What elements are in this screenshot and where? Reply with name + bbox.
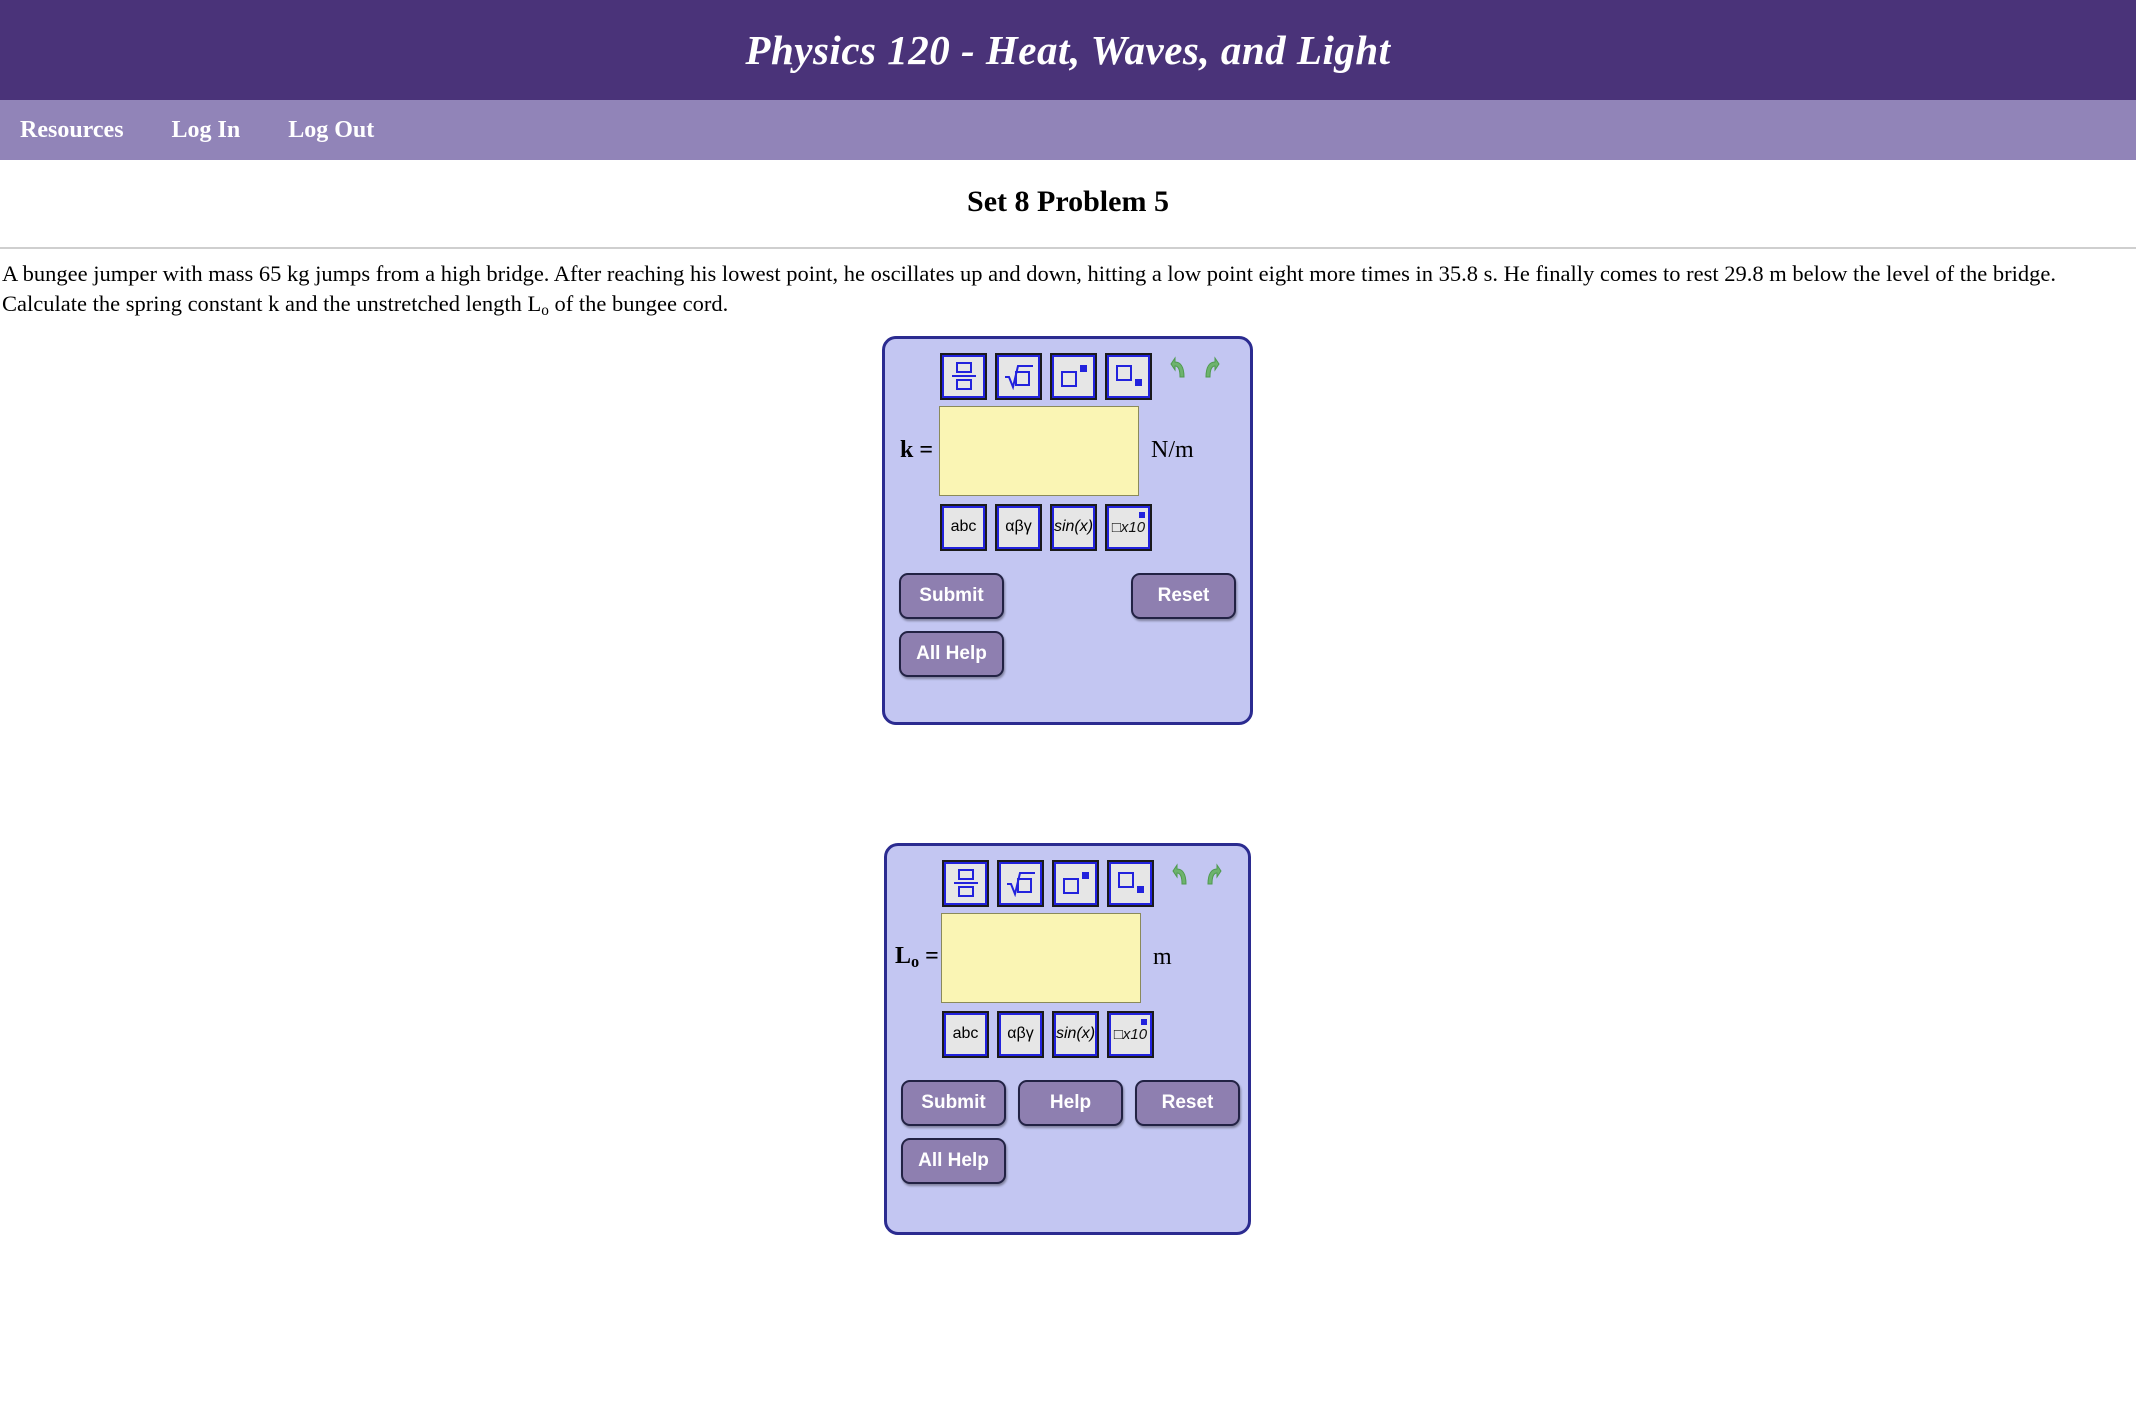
variable-label-k: k =	[899, 437, 933, 464]
undo-arrow-icon[interactable]	[1172, 863, 1192, 887]
all-help-row-k: All Help	[885, 619, 1250, 677]
action-buttons-k: Submit Reset	[885, 551, 1250, 619]
scientific-notation-label: □x10	[1113, 1025, 1148, 1043]
reset-button[interactable]: Reset	[1131, 572, 1236, 619]
answer-widgets-area: k = N/m abc αβγ sin(x) □x10 Submit Reset…	[0, 321, 2136, 1281]
answer-panel-k: k = N/m abc αβγ sin(x) □x10 Submit Reset…	[882, 335, 1253, 725]
site-header: Physics 120 - Heat, Waves, and Light	[0, 0, 2136, 100]
unit-label-k: N/m	[1151, 437, 1194, 464]
scientific-notation-button[interactable]: □x10	[1107, 1010, 1154, 1058]
greek-button[interactable]: αβγ	[997, 1010, 1044, 1058]
undo-redo-group-k	[1170, 356, 1220, 396]
variable-label-l0: Lo =	[895, 943, 939, 972]
greek-button[interactable]: αβγ	[995, 503, 1042, 551]
problem-text-part2: of the bungee cord.	[548, 290, 729, 316]
fraction-button[interactable]	[940, 352, 987, 400]
exponent-box-icon	[1141, 1018, 1147, 1025]
nav-item-log-in[interactable]: Log In	[171, 116, 241, 143]
page-title: Physics 120 - Heat, Waves, and Light	[745, 27, 1391, 73]
submit-button[interactable]: Submit	[899, 572, 1004, 619]
all-help-row-l0: All Help	[887, 1126, 1248, 1184]
abc-button[interactable]: abc	[940, 503, 987, 551]
reset-button[interactable]: Reset	[1135, 1079, 1240, 1126]
all-help-button[interactable]: All Help	[901, 1137, 1006, 1184]
subscript-button[interactable]	[1105, 352, 1152, 400]
math-toolbar-upper-l0	[887, 846, 1248, 907]
superscript-button[interactable]	[1050, 352, 1097, 400]
title-divider	[0, 247, 2136, 249]
answer-entry-row-k: k = N/m	[885, 405, 1250, 496]
problem-text-subscript: o	[541, 301, 549, 319]
navigation-bar: Resources Log In Log Out	[0, 100, 2136, 160]
scientific-notation-button[interactable]: □x10	[1105, 503, 1152, 551]
trig-button[interactable]: sin(x)	[1050, 503, 1097, 551]
help-button[interactable]: Help	[1018, 1079, 1123, 1126]
trig-button[interactable]: sin(x)	[1052, 1010, 1099, 1058]
scientific-notation-label: □x10	[1111, 518, 1146, 536]
nav-item-resources[interactable]: Resources	[20, 116, 124, 143]
redo-arrow-icon[interactable]	[1200, 356, 1220, 380]
all-help-button[interactable]: All Help	[899, 630, 1004, 677]
problem-title: Set 8 Problem 5	[967, 185, 1169, 218]
redo-arrow-icon[interactable]	[1202, 863, 1222, 887]
abc-button[interactable]: abc	[942, 1010, 989, 1058]
answer-panel-l0: Lo = m abc αβγ sin(x) □x10 Submit Help R…	[884, 842, 1251, 1235]
square-root-button[interactable]	[995, 352, 1042, 400]
submit-button[interactable]: Submit	[901, 1079, 1006, 1126]
main-content: Set 8 Problem 5 A bungee jumper with mas…	[0, 185, 2136, 1281]
math-toolbar-lower-l0: abc αβγ sin(x) □x10	[887, 1003, 1248, 1058]
action-buttons-l0: Submit Help Reset	[887, 1058, 1248, 1126]
problem-text-part1: A bungee jumper with mass 65 kg jumps fr…	[2, 261, 2057, 316]
superscript-button[interactable]	[1052, 859, 1099, 907]
answer-entry-row-l0: Lo = m	[887, 912, 1248, 1003]
exponent-box-icon	[1139, 511, 1145, 518]
fraction-button[interactable]	[942, 859, 989, 907]
square-root-button[interactable]	[997, 859, 1044, 907]
math-toolbar-lower-k: abc αβγ sin(x) □x10	[885, 496, 1250, 551]
problem-statement: A bungee jumper with mass 65 kg jumps fr…	[0, 249, 2136, 321]
nav-item-log-out[interactable]: Log Out	[288, 116, 375, 143]
unit-label-l0: m	[1153, 944, 1172, 971]
answer-input-l0[interactable]	[941, 912, 1141, 1003]
math-toolbar-upper-k	[885, 339, 1250, 400]
subscript-button[interactable]	[1107, 859, 1154, 907]
undo-redo-group-l0	[1172, 863, 1222, 903]
answer-input-k[interactable]	[939, 405, 1139, 496]
undo-arrow-icon[interactable]	[1170, 356, 1190, 380]
